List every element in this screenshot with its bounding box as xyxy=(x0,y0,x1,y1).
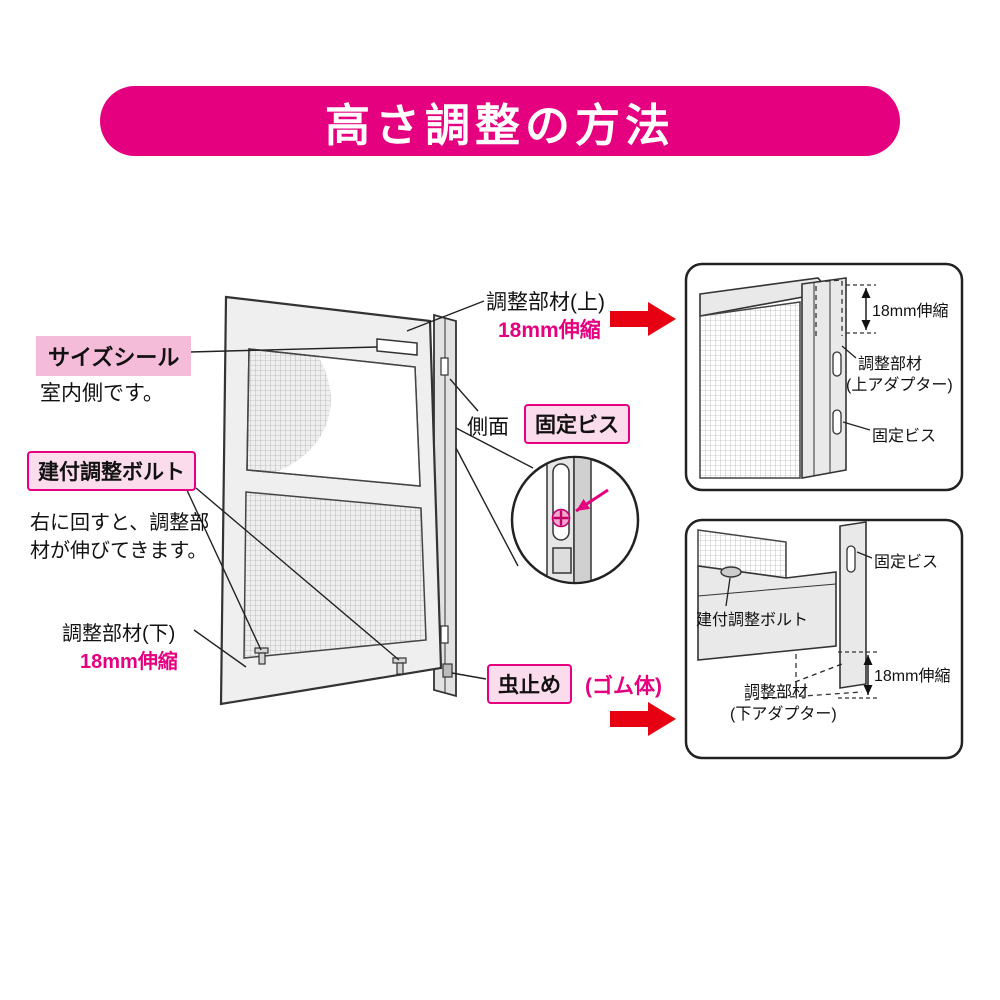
panel-top-mesh xyxy=(699,301,801,479)
arrow-to-bottom-panel xyxy=(610,702,676,736)
panel-bottom-bolt-label: 建付調整ボルト xyxy=(696,612,809,629)
adjuster-upper-label: 調整部材(上) xyxy=(486,291,605,314)
lower-mesh xyxy=(243,491,427,659)
panel-bottom-adjust-bolt xyxy=(720,566,742,578)
title-banner: 高さ調整の方法 xyxy=(100,86,900,156)
bug-stop-rubber xyxy=(442,663,453,678)
panel-bottom-screw-label: 固定ビス xyxy=(874,554,939,571)
adjuster-lower-stretch-label: 18mm伸縮 xyxy=(80,651,178,673)
mesh-highlight xyxy=(276,356,420,486)
adjuster-upper-stretch-label: 18mm伸縮 xyxy=(498,319,601,342)
adjuster-lower-label: 調整部材(下) xyxy=(62,623,176,645)
adjust-bolt-label: 建付調整ボルト xyxy=(27,451,196,491)
screen-window-drawing xyxy=(219,295,457,706)
panel-bottom-stretch-label: 18mm伸縮 xyxy=(874,668,951,685)
detail-panel-bottom xyxy=(684,518,964,760)
panel-bottom-screw-slot xyxy=(846,545,856,573)
panel-bottom-adapter-label-line2: (下アダプター) xyxy=(730,706,837,723)
side-face-label: 側面 xyxy=(467,416,509,439)
arrow-to-top-panel xyxy=(610,302,676,336)
side-rail-screw-slot-bottom xyxy=(440,625,449,644)
panel-top-stretch-label: 18mm伸縮 xyxy=(872,303,949,320)
panel-top-screw-slot xyxy=(832,409,842,435)
screw-detail-circle xyxy=(510,455,640,585)
page-title: 高さ調整の方法 xyxy=(324,99,675,151)
panel-top-screw-label: 固定ビス xyxy=(872,428,937,445)
adjust-bolt-left xyxy=(254,647,269,665)
screw-slot xyxy=(552,463,570,541)
size-seal-label: サイズシール xyxy=(36,336,192,376)
detail-panel-top xyxy=(684,262,964,492)
top-adapter-rail xyxy=(801,277,847,479)
panel-top-adapter-label-line1: 調整部材 xyxy=(858,356,923,373)
adjust-bolt-desc-line1: 右に回すと、調整部 xyxy=(30,512,210,534)
fixing-screw-label: 固定ビス xyxy=(524,404,630,444)
adjust-bolt-desc-line2: 材が伸びてきます。 xyxy=(30,540,208,562)
panel-bottom-adapter-label-line1: 調整部材 xyxy=(744,684,809,701)
screw-pointer-arrow xyxy=(575,488,609,513)
bug-stop-label: 虫止め xyxy=(487,664,572,704)
panel-top-adapter-label-line2: (上アダプター) xyxy=(846,377,953,394)
size-seal-note: 室内側です。 xyxy=(40,382,164,405)
bug-stop-suffix-label: (ゴム体) xyxy=(585,675,662,698)
adjust-bolt-right xyxy=(392,657,407,675)
leader-lines xyxy=(185,300,534,680)
side-rail-screw-slot-top xyxy=(440,357,449,376)
